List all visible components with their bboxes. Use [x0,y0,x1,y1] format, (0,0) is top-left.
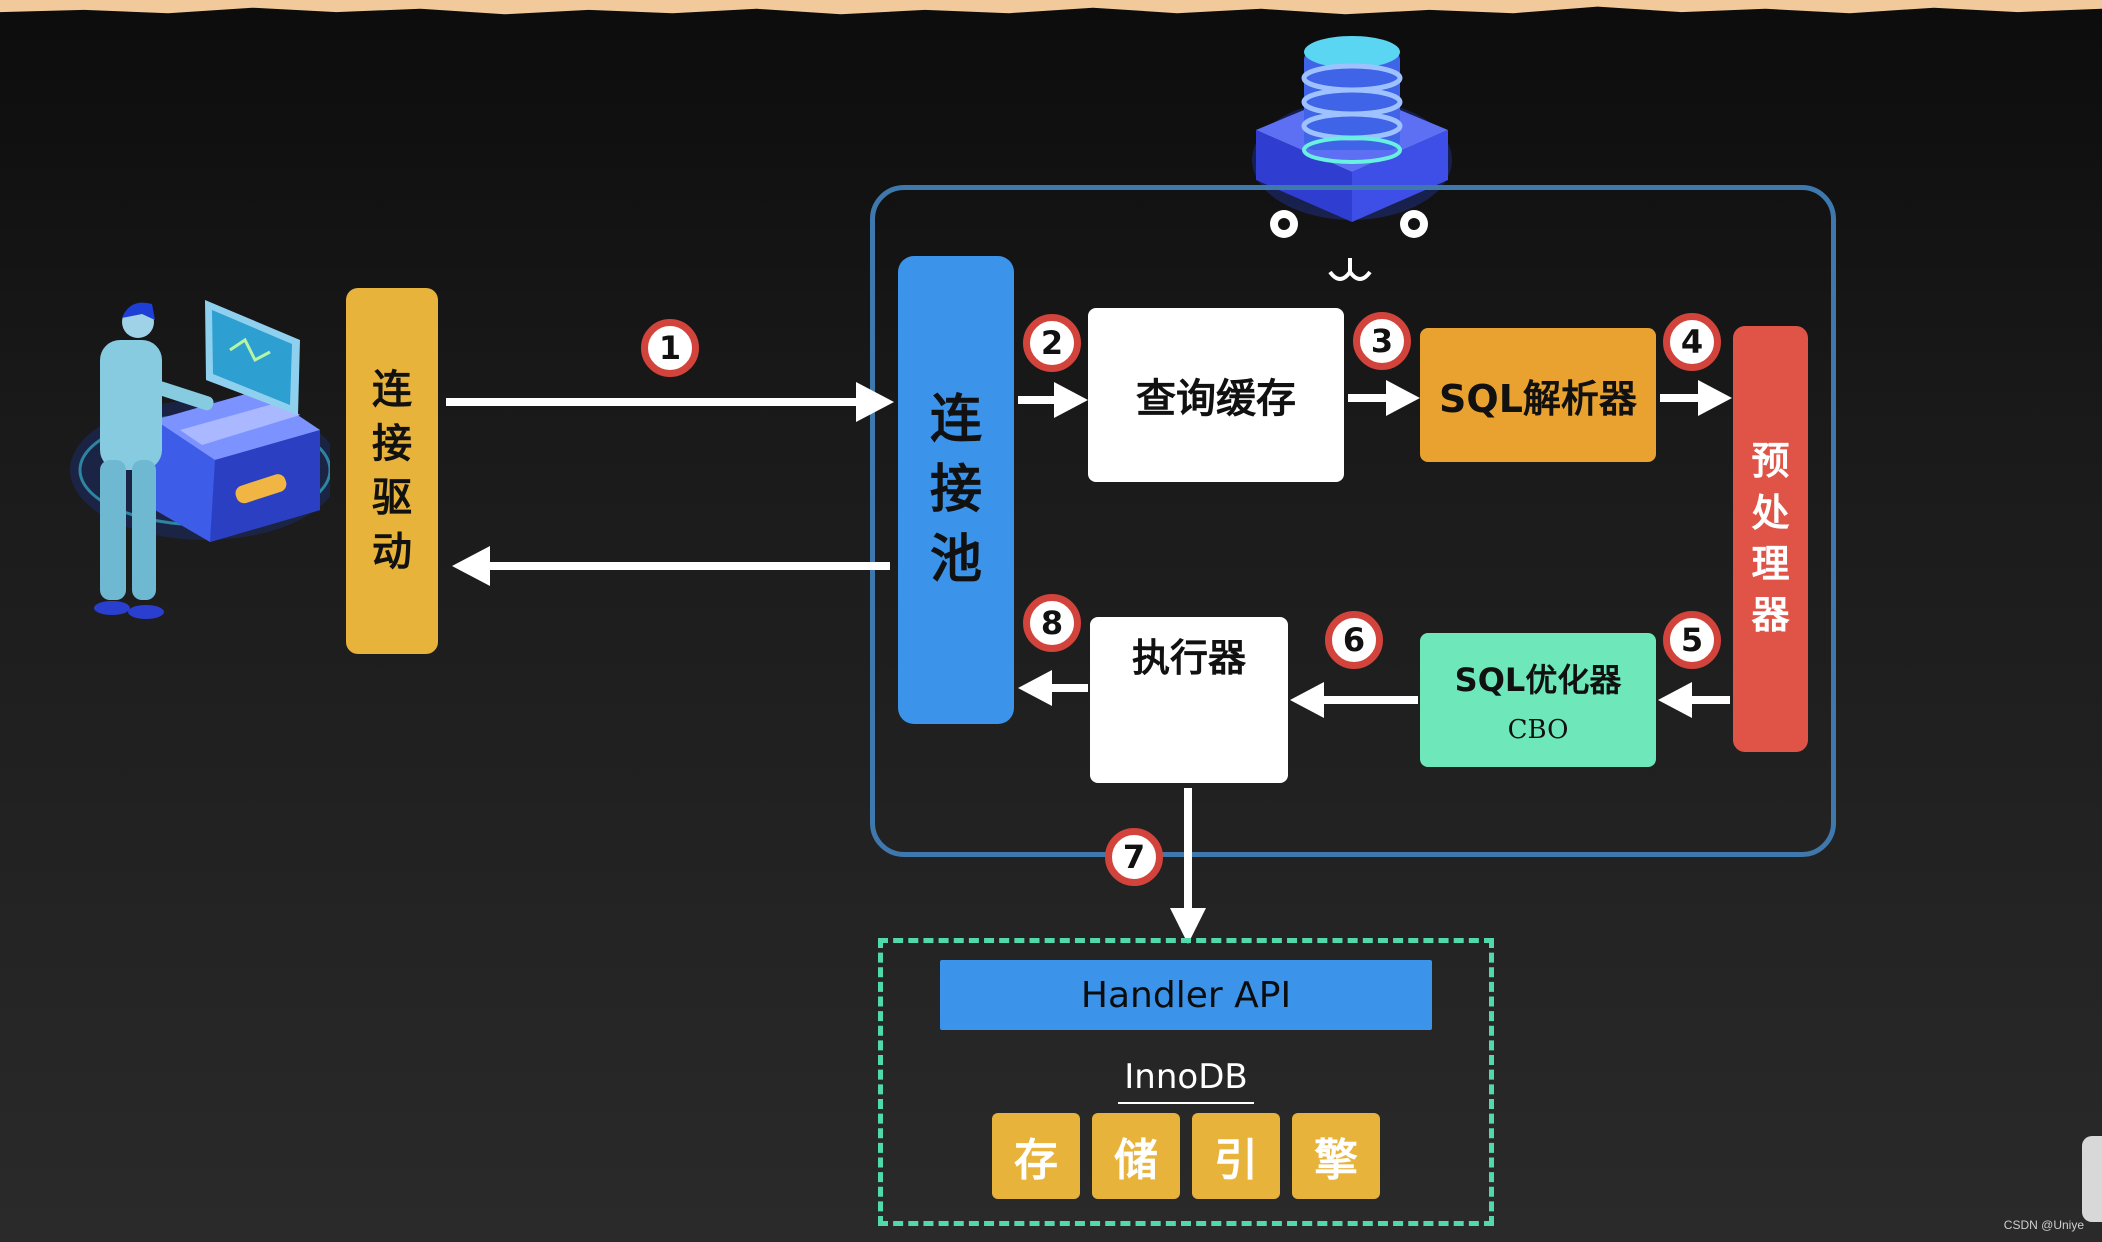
pool-char-2: 接 [929,459,982,520]
connection-driver: 连接驱动 [346,288,438,654]
scroll-handle[interactable] [2082,1136,2102,1222]
arrowhead-cache-to-parser [1386,380,1420,416]
handler-api-label: Handler API [1080,974,1292,1016]
innodb-label: InnoDB [1118,1052,1254,1104]
watermark: CSDN @Uniye [2003,1218,2084,1232]
user-laptop-illustration [70,300,330,619]
prep-char-2: 处 [1751,490,1790,535]
database-mascot-icon [1252,36,1452,281]
prep-char-4: 器 [1751,593,1790,638]
step-badge-4: 4 [1663,313,1721,371]
arrowhead-optimizer-to-executor [1290,682,1324,718]
step-badge-2: 2 [1023,314,1081,372]
query-cache-box: 查询缓存 [1088,308,1344,482]
step-badge-5: 5 [1663,611,1721,669]
step-badge-8: 8 [1023,594,1081,652]
step-badge-6: 6 [1325,611,1383,669]
arrowhead-pool-to-driver [452,546,490,586]
arrowhead-executor-to-pool [1018,670,1052,706]
driver-char-3: 驱 [372,475,412,521]
pool-char-1: 连 [929,389,982,450]
driver-char-1: 连 [372,367,412,413]
preprocessor: 预处理器 [1733,326,1808,752]
pool-char-3: 池 [929,530,982,591]
sql-parser-label: SQL解析器 [1439,376,1637,421]
storage-engine-frame [878,938,1494,1226]
sql-optimizer-label: SQL优化器 [1454,661,1622,699]
connection-pool: 连接池 [898,256,1014,724]
arrowhead-parser-to-preprocessor [1698,380,1732,416]
prep-char-1: 预 [1751,439,1790,484]
arrowhead-preprocessor-to-optimizer [1658,682,1692,718]
executor-label: 执行器 [1131,636,1246,680]
step-badge-3: 3 [1353,312,1411,370]
sql-optimizer-sublabel: CBO [1507,715,1569,745]
engine-tile-1: 存 [992,1113,1080,1199]
prep-char-3: 理 [1751,542,1790,586]
mysql-server-frame [870,185,1836,857]
step-badge-1: 1 [641,319,699,377]
query-cache-label: 查询缓存 [1136,376,1296,422]
driver-char-2: 接 [372,421,412,467]
step-badge-7: 7 [1105,828,1163,886]
driver-char-4: 动 [372,529,412,575]
arrowhead-pool-to-cache [1054,382,1088,418]
handler-api-bar: Handler API [940,960,1432,1030]
engine-tile-2: 储 [1092,1113,1180,1199]
engine-tile-3: 引 [1192,1113,1280,1199]
sql-parser-box: SQL解析器 [1420,328,1656,462]
arrowhead-driver-to-pool [856,382,894,422]
storage-engine-tiles: 存 储 引 擎 [992,1113,1380,1199]
sql-optimizer-box: SQL优化器 CBO [1420,633,1656,767]
engine-tile-4: 擎 [1292,1113,1380,1199]
executor-box: 执行器 [1090,617,1288,783]
arrowhead-executor-to-engine [1170,908,1206,944]
